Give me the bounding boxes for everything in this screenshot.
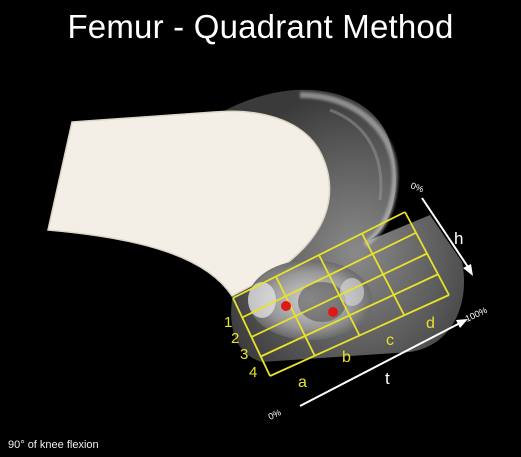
- row-label-3: 3: [240, 346, 248, 363]
- notch-highlight-2: [340, 278, 364, 306]
- column-label-d: d: [426, 315, 435, 332]
- notch-inner: [298, 282, 346, 322]
- t-axis-start-label: 0%: [267, 407, 283, 422]
- row-label-4: 4: [249, 364, 257, 381]
- h-axis-start-label: 0%: [409, 180, 425, 194]
- h-axis-arrowhead: [463, 264, 473, 276]
- column-label-b: b: [342, 349, 351, 366]
- marker-2: [328, 307, 338, 317]
- marker-1: [281, 301, 291, 311]
- column-label-a: a: [298, 374, 307, 391]
- row-label-2: 2: [231, 330, 239, 347]
- t-axis-label: t: [385, 369, 390, 388]
- row-label-1: 1: [224, 314, 232, 331]
- column-label-c: c: [386, 332, 394, 349]
- t-axis-end-label: 100%: [464, 305, 489, 324]
- flexion-caption: 90° of knee flexion: [8, 439, 99, 451]
- h-axis-label: h: [454, 229, 463, 248]
